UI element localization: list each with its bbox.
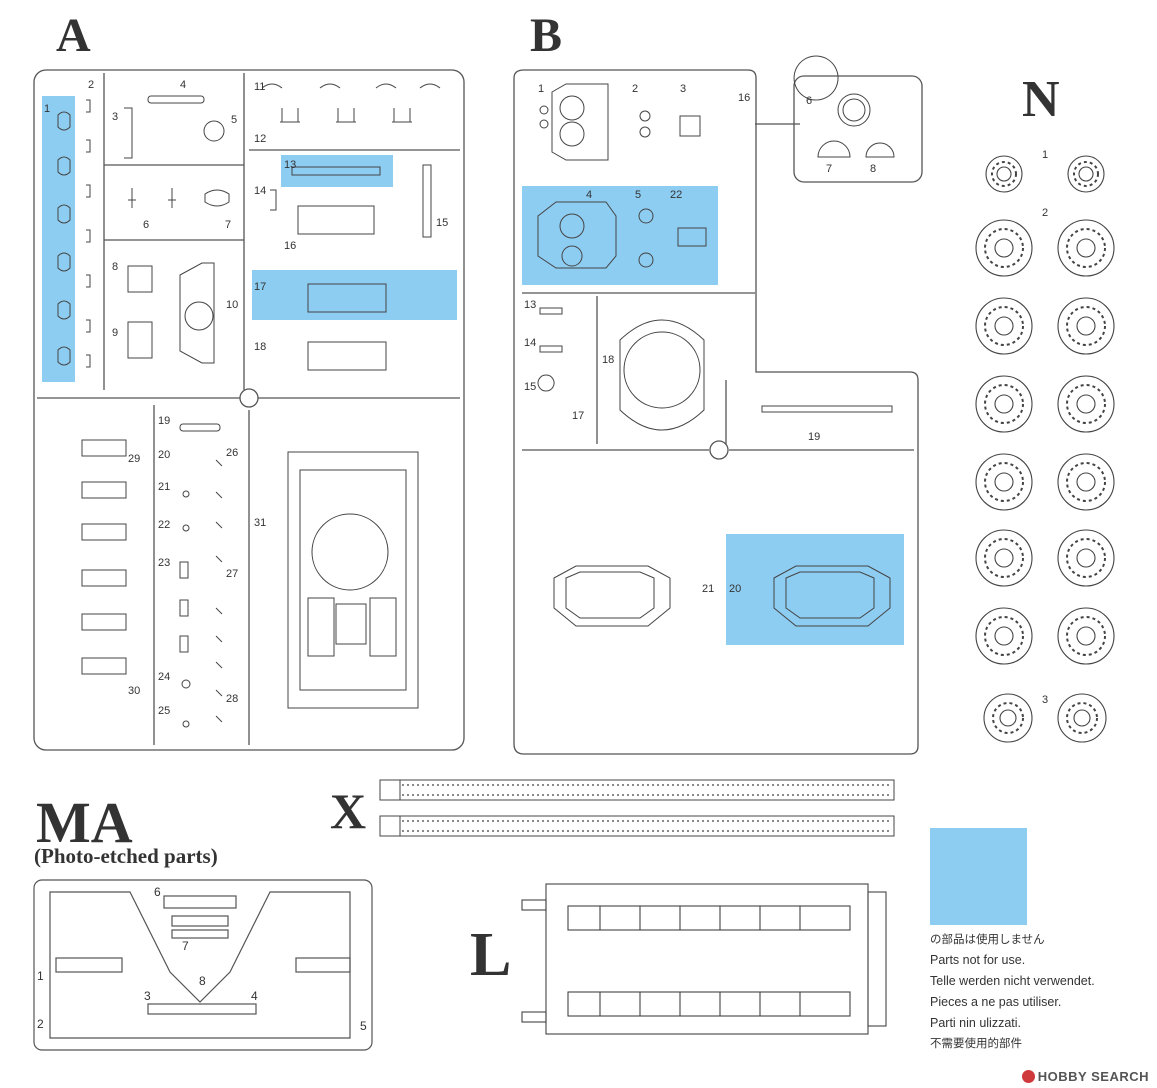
legend-line-it: Parti nin ulizzati. [930,1016,1022,1030]
ma-part-2: 2 [37,1017,44,1031]
b-part-18: 18 [602,354,615,366]
a-part-14: 14 [254,185,267,197]
sprue-ma-label: MA [36,790,133,855]
watermark-logo-icon [1021,1070,1035,1083]
b-part-21: 21 [702,583,715,595]
ma-part-1: 1 [37,969,44,983]
b-part-2: 2 [632,83,639,95]
b-part-1: 1 [538,83,545,95]
watermark: HOBBY SEARCH [1021,1069,1149,1084]
sprue-a-unused-13 [281,155,393,187]
a-part-11: 11 [254,81,266,93]
b-part-20: 20 [729,583,742,595]
a-part-25: 25 [158,705,171,717]
a-part-31: 31 [254,517,267,529]
b-part-14: 14 [524,337,537,349]
n-part-3: 3 [1042,694,1049,706]
legend-line-ja: の部品は使用しません [930,932,1045,946]
a-part-4: 4 [180,79,187,91]
a-part-27: 27 [226,568,239,580]
sprue-a-label: A [56,9,91,62]
sprue-b-label: B [530,9,563,62]
a-part-17: 17 [254,281,267,293]
a-part-23: 23 [158,557,171,569]
legend-line-en: Parts not for use. [930,953,1026,967]
b-part-22: 22 [670,189,683,201]
a-part-28: 28 [226,693,239,705]
a-part-26: 26 [226,447,239,459]
b-part-19: 19 [808,431,821,443]
ma-part-4: 4 [251,989,258,1003]
a-part-6: 6 [143,219,150,231]
a-part-2: 2 [88,79,95,91]
sprue-a-unused-1 [42,96,75,382]
legend-swatch [930,828,1027,925]
b-part-16: 16 [738,92,751,104]
a-part-19: 19 [158,415,171,427]
a-part-10: 10 [226,299,239,311]
a-part-1: 1 [44,103,51,115]
a-part-24: 24 [158,671,171,683]
a-part-13: 13 [284,159,297,171]
b-part-15: 15 [524,381,537,393]
a-part-9: 9 [112,327,119,339]
a-part-20: 20 [158,449,171,461]
a-part-5: 5 [231,114,238,126]
legend-line-fr: Pieces a ne pas utiliser. [930,995,1062,1009]
a-part-8: 8 [112,261,119,273]
sprue-l-label: L [470,921,512,989]
a-part-18: 18 [254,341,267,353]
ma-part-3: 3 [144,989,151,1003]
ma-part-5: 5 [360,1019,367,1033]
a-part-30: 30 [128,685,141,697]
legend-line-de: Telle werden nicht verwendet. [930,974,1095,988]
a-part-29: 29 [128,453,141,465]
b-part-5: 5 [635,189,642,201]
ma-part-6: 6 [154,885,161,899]
n-part-2: 2 [1042,207,1049,219]
a-part-21: 21 [158,481,171,493]
b-part-8: 8 [870,163,877,175]
a-part-3: 3 [112,111,119,123]
sprue-x-label: X [330,783,367,839]
a-part-16: 16 [284,240,297,252]
sprue-ma-subtitle: (Photo-etched parts) [34,844,218,868]
a-part-7: 7 [225,219,232,231]
a-part-22: 22 [158,519,171,531]
ma-part-7: 7 [182,939,189,953]
ma-part-8: 8 [199,974,206,988]
watermark-text: HOBBY SEARCH [1037,1069,1149,1084]
b-part-13: 13 [524,299,537,311]
legend-line-zh: 不需要使用的部件 [930,1036,1022,1050]
a-part-12: 12 [254,133,267,145]
b-part-3: 3 [680,83,687,95]
b-part-17: 17 [572,410,585,422]
n-part-1: 1 [1042,149,1049,161]
a-part-15: 15 [436,217,449,229]
b-part-6: 6 [806,95,813,107]
b-part-4: 4 [586,189,593,201]
sprue-n-label: N [1022,71,1060,128]
b-part-7: 7 [826,163,833,175]
